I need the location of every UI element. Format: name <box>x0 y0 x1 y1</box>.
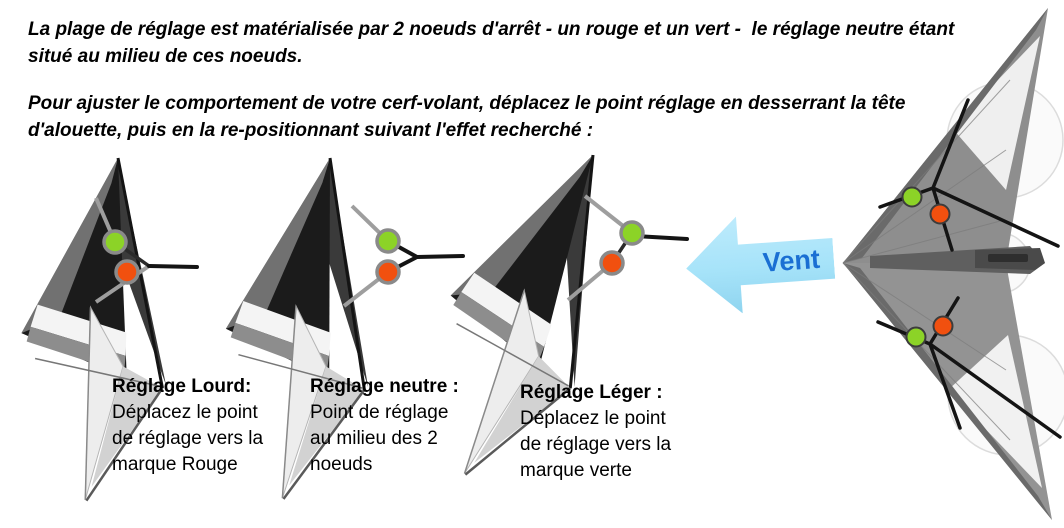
caption-title: Réglage Léger : <box>520 382 663 403</box>
green-knot-marker <box>375 228 401 254</box>
flying-line-upper <box>931 186 1060 248</box>
flying-line <box>415 254 465 259</box>
caption-body: Déplacez le point de réglage vers la mar… <box>520 408 672 481</box>
caption-body: Point de réglage au milieu des 2 noeuds <box>310 402 449 475</box>
caption-reglage-leger: Réglage Léger : Déplacez le point de rég… <box>520 380 705 484</box>
caption-title: Réglage neutre : <box>310 376 459 397</box>
red-knot-marker <box>932 315 954 337</box>
brand-logo <box>988 254 1028 262</box>
caption-reglage-lourd: Réglage Lourd: Déplacez le point de régl… <box>112 374 297 478</box>
intro-paragraph-2: Pour ajuster le comportement de votre ce… <box>28 93 906 141</box>
flying-line <box>147 264 199 269</box>
bridle-leger <box>566 194 689 302</box>
red-knot-marker <box>599 250 625 276</box>
caption-title: Réglage Lourd: <box>112 376 252 397</box>
green-knot-marker <box>901 186 923 208</box>
flying-line-lower <box>928 342 1062 439</box>
green-knot-marker <box>102 229 128 255</box>
caption-body: Déplacez le point de réglage vers la mar… <box>112 402 264 475</box>
wind-arrow-label: Vent <box>761 243 821 278</box>
bridle-front-upper <box>878 98 1060 252</box>
intro-paragraph-1: La plage de réglage est matérialisée par… <box>28 19 955 67</box>
red-knot-marker <box>114 259 140 285</box>
bridle-line-lower <box>94 264 151 304</box>
green-knot-marker <box>619 220 645 246</box>
kite-illustration-neutre <box>209 154 465 505</box>
bridle-lourd <box>94 197 199 304</box>
kite-front-view <box>842 8 1064 520</box>
kite-illustration-lourd <box>0 154 199 508</box>
caption-reglage-neutre: Réglage neutre : Point de réglage au mil… <box>310 374 495 478</box>
green-knot-marker <box>905 326 927 348</box>
bridle-front-lower <box>876 296 1062 439</box>
upper-wing-panel <box>952 36 1040 190</box>
red-knot-marker <box>375 259 401 285</box>
kite-illustration-leger <box>423 135 689 491</box>
upper-leading-edge <box>843 8 1048 263</box>
red-knot-marker <box>929 203 951 225</box>
bridle-neutre <box>342 204 465 308</box>
